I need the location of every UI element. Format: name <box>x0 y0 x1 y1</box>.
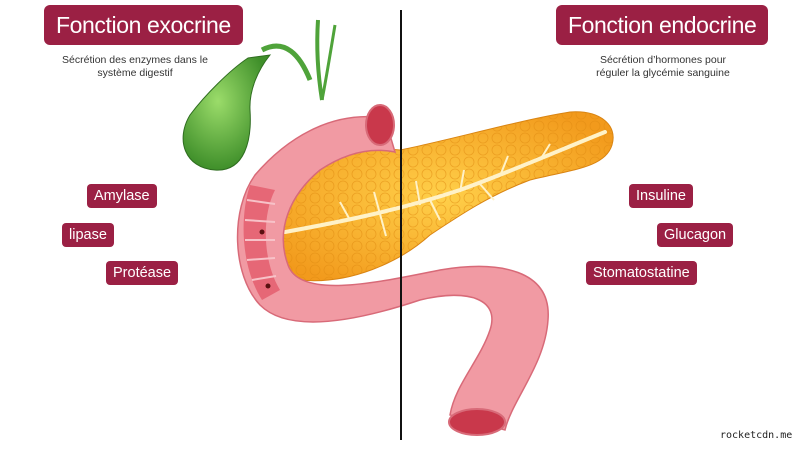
enzyme-label-lipase: lipase <box>62 223 114 247</box>
endocrine-subtitle: Sécrétion d’hormones pour réguler la gly… <box>573 54 753 80</box>
exocrine-subtitle: Sécrétion des enzymes dans le système di… <box>40 54 230 80</box>
duodenum-opening-bottom <box>448 408 506 436</box>
enzyme-label-protease: Protéase <box>106 261 179 285</box>
duodenum-opening-top <box>365 104 395 146</box>
endocrine-subtitle-line2: réguler la glycémie sanguine <box>596 67 730 79</box>
exocrine-subtitle-line1: Sécrétion des enzymes dans le <box>62 54 208 66</box>
duodenum <box>236 104 549 436</box>
hormone-label-glucagon: Glucagon <box>657 223 734 247</box>
endocrine-title: Fonction endocrine <box>556 5 769 45</box>
endocrine-subtitle-line1: Sécrétion d’hormones pour <box>599 54 727 66</box>
gallbladder <box>182 19 337 171</box>
hormone-label-stomatostatine: Stomatostatine <box>586 261 697 285</box>
exocrine-subtitle-line2: système digestif <box>97 67 173 79</box>
source-credit: rocketcdn.me <box>720 430 793 441</box>
enzyme-label-amylase: Amylase <box>87 184 157 208</box>
center-divider <box>400 10 402 440</box>
hormone-label-insuline: Insuline <box>629 184 693 208</box>
exocrine-title: Fonction exocrine <box>44 5 243 45</box>
